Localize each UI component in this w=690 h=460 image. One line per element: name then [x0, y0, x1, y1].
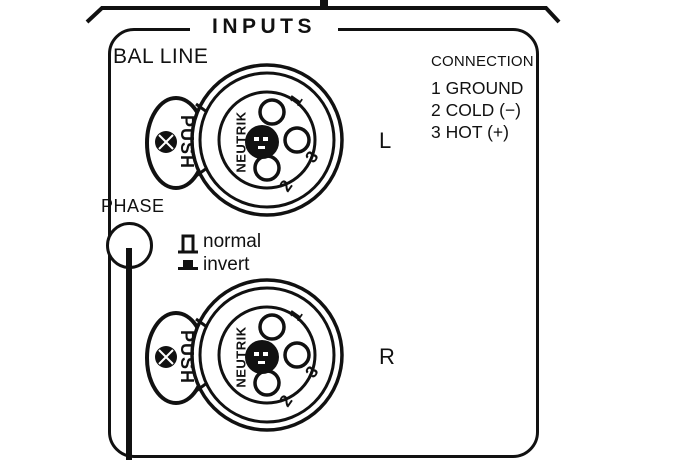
phase-button-shaft [126, 248, 132, 460]
channel-left-label: L [379, 128, 392, 153]
center-key [245, 340, 279, 374]
screw-slot [158, 349, 174, 365]
pin-2-hole [253, 154, 281, 182]
pin-2-hole [253, 369, 281, 397]
xlr-connector-left: PUSH NEUTRIK 1 2 3 [145, 63, 344, 217]
push-label: PUSH [177, 115, 197, 169]
connection-legend-item-2: 2 COLD (−) [431, 100, 521, 120]
brand-label: NEUTRIK [234, 111, 249, 172]
connector-inner-circle [217, 305, 317, 405]
section-title: INPUTS [190, 14, 338, 40]
latch-notch-top [195, 102, 208, 114]
latch-notch-top [195, 317, 208, 329]
connector-mid-ring [198, 286, 336, 424]
connection-legend-item-1: 1 GROUND [431, 78, 524, 98]
connector-inner-circle [217, 90, 317, 190]
pin-1-hole [258, 98, 286, 126]
chassis-tab [320, 0, 328, 10]
bal-line-label: BAL LINE [113, 45, 209, 68]
screw-slot [158, 134, 174, 150]
phase-label: PHASE [101, 196, 165, 216]
connection-legend: CONNECTION 1 GROUND 2 COLD (−) 3 HOT (+) [431, 51, 534, 143]
center-key [245, 125, 279, 159]
phase-invert-label: invert [203, 254, 250, 275]
pin-3-hole [283, 341, 311, 369]
xlr-connector-right: PUSH NEUTRIK 1 2 3 [145, 278, 344, 432]
connector-mid-ring [198, 71, 336, 209]
push-label: PUSH [177, 330, 197, 384]
chassis-top-edge [85, 0, 561, 24]
brand-label: NEUTRIK [234, 326, 249, 387]
center-key-mark [254, 352, 259, 356]
latch-notch-bottom [195, 381, 208, 393]
center-key-mark [258, 361, 265, 364]
center-key-mark [263, 352, 268, 356]
channel-right-label: R [379, 344, 395, 369]
connection-legend-item-3: 3 HOT (+) [431, 122, 509, 142]
switch-in-icon [178, 260, 198, 270]
pin-1-hole [258, 313, 286, 341]
center-key-mark [258, 146, 265, 149]
connection-legend-title: CONNECTION [431, 53, 534, 70]
latch-notch-bottom [195, 166, 208, 178]
switch-out-icon [178, 234, 198, 254]
center-key-mark [254, 137, 259, 141]
phase-normal-label: normal [203, 231, 262, 252]
center-key-mark [263, 137, 268, 141]
pin-3-hole [283, 126, 311, 154]
